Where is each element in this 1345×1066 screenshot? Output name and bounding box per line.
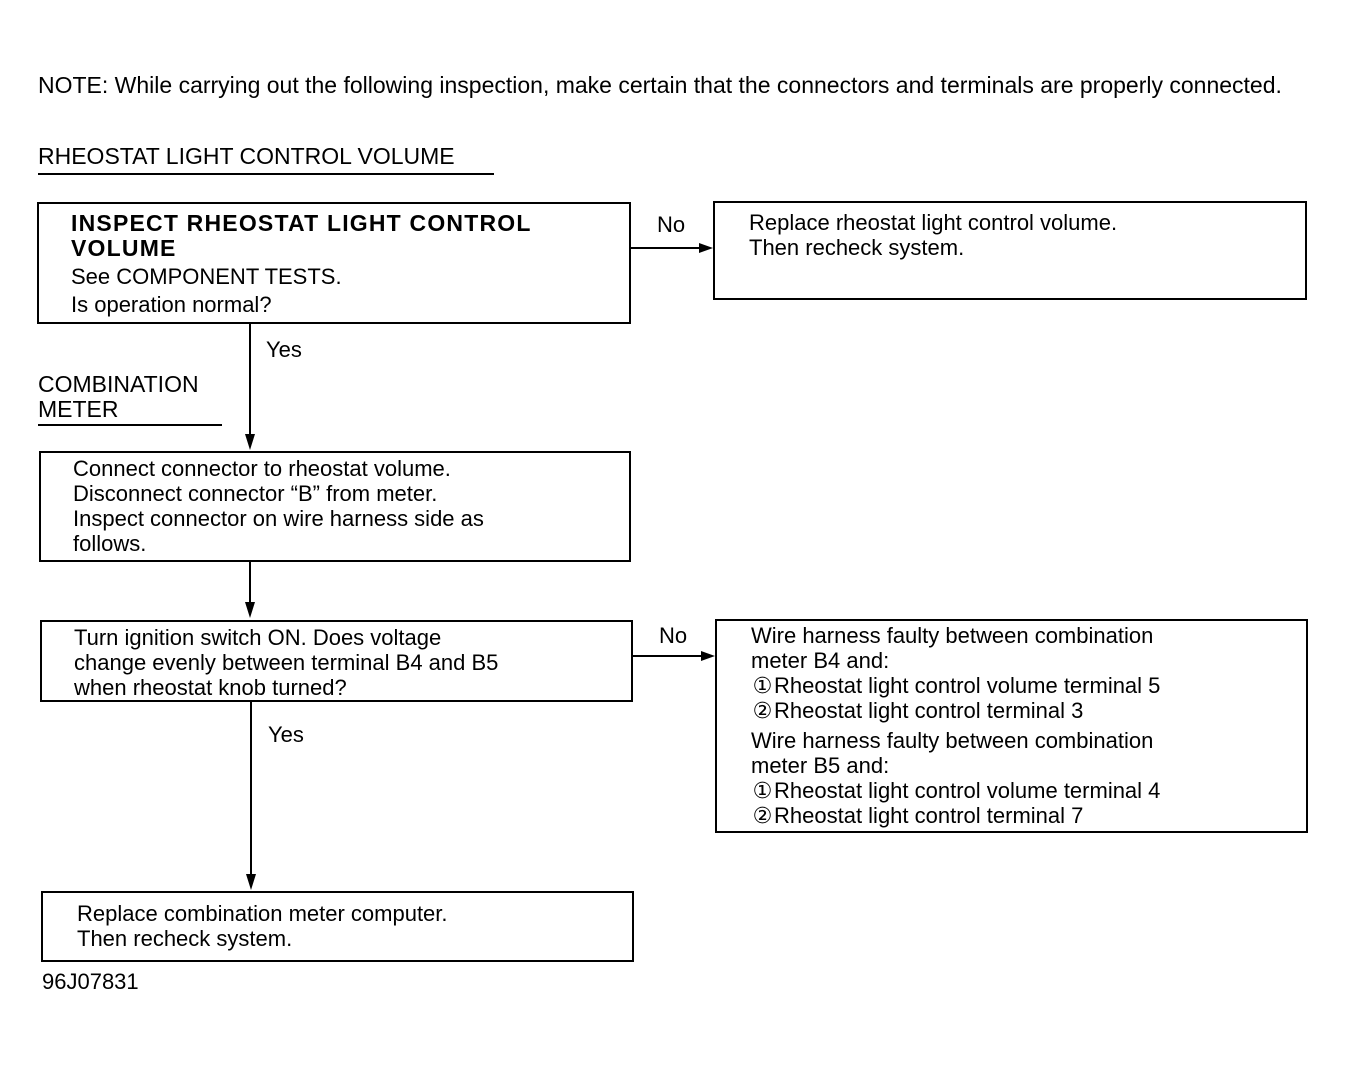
connect-connector-line2: Disconnect connector “B” from meter.: [73, 481, 438, 506]
ignition-voltage-line1: Turn ignition switch ON. Does voltage: [74, 625, 442, 650]
wire-harness-faulty-box: Wire harness faulty between combination …: [715, 619, 1308, 833]
harness-b4-item1: ①Rheostat light control volume terminal …: [751, 673, 1298, 698]
connect-connector-box: Connect connector to rheostat volume. Di…: [39, 451, 631, 562]
arrow-connect-head: [245, 602, 255, 618]
circled-one-marker: ①: [752, 673, 773, 698]
connect-connector-line4: follows.: [73, 531, 147, 556]
harness-b5-line2: meter B5 and:: [751, 753, 890, 778]
inspect-rheostat-title: INSPECT RHEOSTAT LIGHT CONTROL VOLUME: [71, 210, 532, 261]
circled-one-marker: ①: [752, 778, 773, 803]
arrow-no-2-head: [701, 651, 715, 661]
inspect-rheostat-box: INSPECT RHEOSTAT LIGHT CONTROL VOLUME Se…: [37, 202, 631, 324]
connect-connector-line3: Inspect connector on wire harness side a…: [73, 506, 484, 531]
replace-meter-line1: Replace combination meter computer.: [77, 901, 448, 926]
circled-two-marker: ②: [752, 803, 773, 828]
harness-b4-item2-text: Rheostat light control terminal 3: [774, 698, 1084, 723]
replace-rheostat-line1: Replace rheostat light control volume.: [749, 210, 1118, 235]
figure-code: 96J07831: [42, 969, 139, 994]
section-heading: RHEOSTAT LIGHT CONTROL VOLUME: [38, 141, 494, 175]
ignition-voltage-box: Turn ignition switch ON. Does voltage ch…: [40, 620, 633, 702]
harness-b4-item2: ②Rheostat light control terminal 3: [751, 698, 1298, 723]
circled-two-marker: ②: [752, 698, 773, 723]
replace-rheostat-line2: Then recheck system.: [749, 235, 965, 260]
combination-meter-label-line2: METER: [38, 396, 119, 422]
harness-b4-item1-text: Rheostat light control volume terminal 5: [774, 673, 1161, 698]
harness-b5-item2-text: Rheostat light control terminal 7: [774, 803, 1084, 828]
ignition-voltage-line3: when rheostat knob turned?: [74, 675, 347, 700]
connect-connector-line1: Connect connector to rheostat volume.: [73, 456, 451, 481]
yes-label-2: Yes: [268, 722, 304, 747]
note-text: NOTE: While carrying out the following i…: [38, 72, 1282, 98]
yes-label-1: Yes: [266, 337, 302, 362]
harness-b5-line1: Wire harness faulty between combination: [751, 728, 1154, 753]
inspect-rheostat-line1: See COMPONENT TESTS.: [71, 264, 342, 289]
combination-meter-label: COMBINATION METER: [38, 372, 222, 426]
arrow-yes-2-head: [246, 874, 256, 890]
no-label-2: No: [659, 623, 688, 648]
harness-b5-item2: ②Rheostat light control terminal 7: [751, 803, 1298, 828]
harness-b5-item1: ①Rheostat light control volume terminal …: [751, 778, 1298, 803]
replace-meter-line2: Then recheck system.: [77, 926, 293, 951]
harness-b4-line1: Wire harness faulty between combination: [751, 623, 1154, 648]
no-label-1: No: [657, 212, 686, 237]
ignition-voltage-line2: change evenly between terminal B4 and B5: [74, 650, 499, 675]
arrow-no-1-head: [699, 243, 713, 253]
inspect-rheostat-line2: Is operation normal?: [71, 292, 272, 317]
harness-b5-item1-text: Rheostat light control volume terminal 4: [774, 778, 1161, 803]
replace-meter-computer-box: Replace combination meter computer. Then…: [41, 891, 634, 962]
replace-rheostat-box: Replace rheostat light control volume. T…: [713, 201, 1307, 300]
harness-b4-line2: meter B4 and:: [751, 648, 890, 673]
combination-meter-label-line1: COMBINATION: [38, 371, 199, 397]
arrow-yes-1-head: [245, 434, 255, 450]
